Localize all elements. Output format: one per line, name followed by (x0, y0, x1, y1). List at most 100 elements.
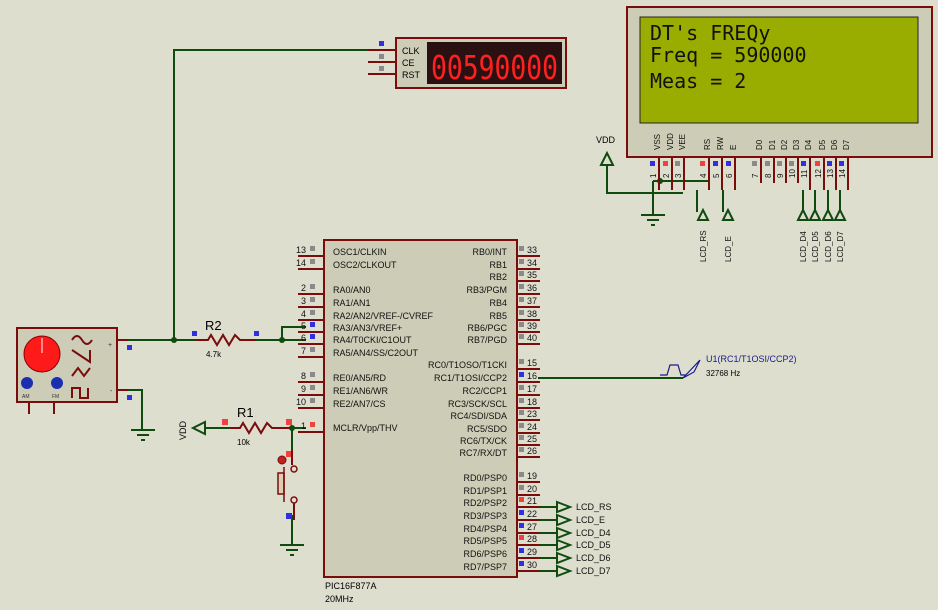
svg-text:5: 5 (301, 321, 306, 331)
lcd-pin-number: 2 (662, 173, 671, 178)
svg-text:30: 30 (527, 560, 537, 570)
lcd-terminal-lcd_d7: LCD_D7 (833, 207, 847, 262)
lcd-pin-d2: D2 9 (776, 139, 789, 183)
generator-arrow-icon (682, 359, 701, 379)
svg-text:LCD_D7: LCD_D7 (576, 566, 611, 576)
wire-ra3 (281, 326, 306, 340)
mcu-pin-label: RA0/AN0 (333, 285, 371, 295)
mcu-pin-label: RA5/AN4/SS/C2OUT (333, 348, 419, 358)
mcu-terminal-lcd_rs: LCD_RS (540, 500, 612, 514)
svg-text:29: 29 (527, 547, 537, 557)
am-knob[interactable] (21, 377, 33, 389)
lcd-pin-name: D3 (792, 139, 801, 150)
mcu-terminal-lcd_d7: LCD_D7 (540, 564, 611, 578)
mcu-pin-label: RB1 (489, 260, 507, 270)
svg-text:27: 27 (527, 522, 537, 532)
lcd-pin-number: 6 (725, 173, 734, 178)
resistor-r2[interactable]: R2 4.7k (192, 318, 259, 359)
lcd-pin-d0: D07 (751, 139, 764, 183)
signal-generator[interactable]: AM FM + - (16, 327, 132, 414)
mcu-pin-label: RB7/PGD (467, 335, 507, 345)
lcd-pin-rs: RS4 (699, 139, 712, 190)
resistor-r1[interactable]: R1 10k (222, 405, 292, 447)
mcu-pin-27: 27 RD4/PSP4 (463, 522, 540, 534)
lcd-pin-name: VSS (653, 134, 662, 150)
svg-text:LCD_D5: LCD_D5 (576, 540, 611, 550)
svg-text:18: 18 (527, 397, 537, 407)
minus-terminal-label: - (110, 388, 113, 395)
mcu-pin-label: RD7/PSP7 (463, 562, 507, 572)
lcd-pin-number: 4 (699, 173, 708, 178)
counter-timer[interactable]: 00590000 CLK CE RST (368, 37, 567, 89)
lcd-pin-name: D7 (842, 139, 851, 150)
lcd-pin-name: D2 (780, 139, 789, 150)
mcu-pin-label: RE2/AN7/CS (333, 399, 386, 409)
lcd-pin-number: 14 (838, 169, 847, 178)
svg-text:33: 33 (527, 245, 537, 255)
lcd-pin-name: VDD (666, 133, 675, 150)
vdd-label-left: VDD (178, 420, 188, 440)
mcu-pin-label: RB6/PGC (467, 323, 507, 333)
lcd-pin-number: 9 (776, 173, 785, 178)
mcu-pin-label: RC3/SCK/SCL (448, 399, 507, 409)
svg-text:6: 6 (301, 333, 306, 343)
lcd-pin-number: 7 (751, 173, 760, 178)
frequency-knob[interactable] (23, 335, 61, 373)
lcd-pin-name: E (729, 145, 738, 150)
mcu-pin-39: 39 RB6/PGC (467, 321, 540, 333)
svg-text:39: 39 (527, 321, 537, 331)
svg-text:LCD_D5: LCD_D5 (811, 231, 820, 262)
r2-name: R2 (205, 318, 222, 333)
wire-clk (173, 49, 396, 340)
svg-text:21: 21 (527, 496, 537, 506)
lcd-pin-d7: D7 14 (838, 139, 851, 190)
mcu-pin-label: RD3/PSP3 (463, 511, 507, 521)
ground-icon-siggen (131, 429, 155, 441)
mcu-pin-18: 18 RC3/SCK/SCL (448, 397, 540, 409)
lcd-pins: VSS1VDD2VEE3RS4RW5E6D07D18D29D310D411D51… (649, 133, 851, 190)
am-label: AM (22, 394, 30, 400)
lcd-pin-name: D5 (818, 139, 827, 150)
reset-pushbutton[interactable] (277, 450, 298, 520)
svg-text:14: 14 (296, 258, 306, 268)
mcu-part-label: PIC16F877A (325, 581, 377, 591)
fm-knob[interactable] (51, 377, 63, 389)
lcd-module[interactable]: DT's FREQy Freq = 590000 Meas = 2 VSS1VD… (626, 6, 933, 190)
svg-text:36: 36 (527, 283, 537, 293)
lcd-pin-name: RW (716, 136, 725, 150)
mcu-pin-label: RC5/SDO (467, 424, 507, 434)
svg-text:23: 23 (527, 409, 537, 419)
svg-text:28: 28 (527, 534, 537, 544)
mcu-pin-label: RD4/PSP4 (463, 524, 507, 534)
svg-text:LCD_E: LCD_E (576, 515, 605, 525)
svg-text:19: 19 (527, 471, 537, 481)
mcu-pin-30: 30 RD7/PSP7 (463, 560, 540, 572)
clock-generator[interactable]: U1(RC1/T1OSI/CCP2) 32768 Hz (660, 354, 797, 379)
lcd-terminal-lcd_e: LCD_E (721, 207, 735, 262)
mcu-pin-label: RE1/AN6/WR (333, 386, 389, 396)
lcd-pin-number: 13 (826, 169, 835, 178)
ground-icon (641, 214, 665, 226)
lcd-pin-number: 3 (674, 173, 683, 178)
vdd-terminal-icon (599, 150, 615, 166)
